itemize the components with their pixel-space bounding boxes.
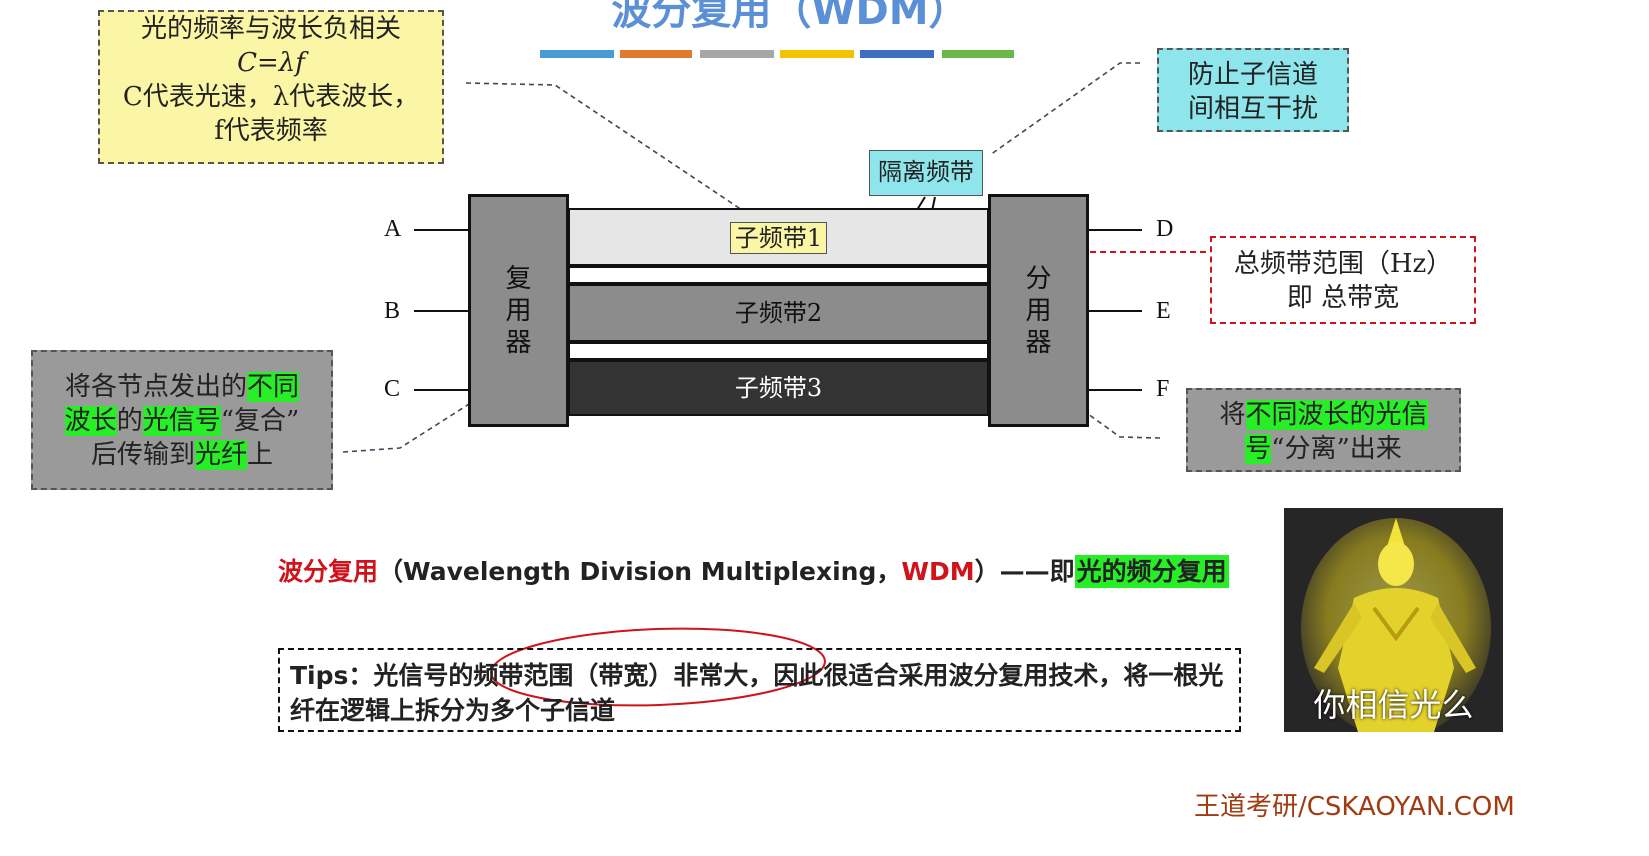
multiplexer: 复 用 器 bbox=[468, 194, 569, 427]
combine-text-4: 后传输到 bbox=[90, 440, 195, 470]
demux-char-1: 分 bbox=[1025, 264, 1052, 294]
separate-highlight-2: 号 bbox=[1245, 434, 1272, 464]
combine-text-5: 上 bbox=[247, 440, 274, 470]
port-f: F bbox=[1156, 376, 1170, 402]
guard-band-2 bbox=[568, 342, 989, 360]
wdm-term: 波分复用 bbox=[278, 557, 379, 586]
color-segment-1 bbox=[540, 50, 614, 58]
meme-caption: 你相信光么 bbox=[1313, 686, 1474, 724]
demux-char-2: 用 bbox=[1025, 296, 1052, 326]
combine-highlight-1: 不同 bbox=[247, 372, 300, 402]
guard-band-label: 隔离频带 bbox=[869, 150, 983, 196]
sub-band-1-label: 子频带1 bbox=[729, 222, 828, 254]
sub-band-3-label: 子频带3 bbox=[734, 374, 823, 402]
port-e: E bbox=[1156, 298, 1171, 324]
tips-text: 光信号的频带范围（带宽）非常大，因此很适合采用波分复用技术，将一根光纤在逻辑上拆… bbox=[290, 661, 1224, 725]
guard-note-line-2: 间相互干扰 bbox=[1187, 94, 1318, 124]
total-note-line-2: 即 总带宽 bbox=[1286, 283, 1400, 313]
mux-char-3: 器 bbox=[505, 328, 532, 358]
sub-band-1: 子频带1 bbox=[568, 208, 989, 266]
color-segment-2 bbox=[620, 50, 692, 58]
frequency-note-line-3: C代表光速，λ代表波长， bbox=[122, 82, 420, 112]
port-d: D bbox=[1156, 216, 1174, 242]
port-a: A bbox=[384, 216, 402, 242]
guard-note-line-1: 防止子信道 bbox=[1187, 60, 1318, 90]
color-segment-4 bbox=[780, 50, 854, 58]
wdm-english: （Wavelength Division Multiplexing， bbox=[378, 557, 902, 586]
color-segment-6 bbox=[942, 50, 1014, 58]
combine-text-3: “复合” bbox=[220, 406, 300, 436]
combine-highlight-4: 光纤 bbox=[194, 440, 247, 470]
formula: C=λf bbox=[237, 48, 305, 78]
wdm-dash: ）——即 bbox=[974, 557, 1075, 586]
separate-text-2: “分离”出来 bbox=[1271, 434, 1402, 464]
total-bandwidth-note: 总频带范围（Hz） 即 总带宽 bbox=[1210, 236, 1476, 324]
combine-note: 将各节点发出的不同 波长的光信号“复合” 后传输到光纤上 bbox=[31, 350, 333, 490]
wdm-definition: 波分复用（Wavelength Division Multiplexing，WD… bbox=[278, 552, 1229, 588]
sub-band-2: 子频带2 bbox=[568, 284, 989, 342]
separate-highlight-1: 不同波长的光信 bbox=[1245, 400, 1428, 430]
sub-band-3: 子频带3 bbox=[568, 360, 989, 416]
frequency-note-line-4: f代表频率 bbox=[214, 116, 328, 146]
frequency-note: 光的频率与波长负相关 C=λf C代表光速，λ代表波长， f代表频率 bbox=[98, 10, 444, 164]
demux-char-3: 器 bbox=[1025, 328, 1052, 358]
wdm-abbr: WDM bbox=[901, 557, 975, 586]
mux-char-2: 用 bbox=[505, 296, 532, 326]
demultiplexer: 分 用 器 bbox=[988, 194, 1089, 427]
page-title: 波分复用（WDM） bbox=[611, 0, 969, 34]
separate-text-1: 将 bbox=[1219, 400, 1246, 430]
guard-band-1 bbox=[568, 266, 989, 284]
combine-text-2: 的 bbox=[116, 406, 143, 436]
tips-box: Tips：光信号的频带范围（带宽）非常大，因此很适合采用波分复用技术，将一根光纤… bbox=[278, 648, 1241, 732]
port-c: C bbox=[384, 376, 401, 402]
color-segment-5 bbox=[860, 50, 934, 58]
footer-brand: 王道考研/CSKAOYAN.COM bbox=[1194, 792, 1515, 822]
combine-highlight-3: 光信号 bbox=[142, 406, 221, 436]
port-b: B bbox=[384, 298, 401, 324]
wdm-highlight: 光的频分复用 bbox=[1074, 555, 1229, 588]
combine-highlight-2: 波长 bbox=[64, 406, 117, 436]
frequency-note-line-1: 光的频率与波长负相关 bbox=[140, 14, 401, 44]
meme-image: 你相信光么 bbox=[1284, 508, 1503, 732]
tips-label: Tips： bbox=[290, 661, 374, 690]
separate-note: 将不同波长的光信 号“分离”出来 bbox=[1186, 388, 1461, 472]
total-note-line-1: 总频带范围（Hz） bbox=[1233, 249, 1453, 279]
combine-text-1: 将各节点发出的 bbox=[64, 372, 247, 402]
sub-band-2-label: 子频带2 bbox=[734, 299, 823, 327]
hero-figure-icon bbox=[1284, 508, 1503, 732]
mux-char-1: 复 bbox=[505, 264, 532, 294]
guard-purpose-note: 防止子信道 间相互干扰 bbox=[1157, 48, 1349, 132]
color-segment-3 bbox=[700, 50, 774, 58]
